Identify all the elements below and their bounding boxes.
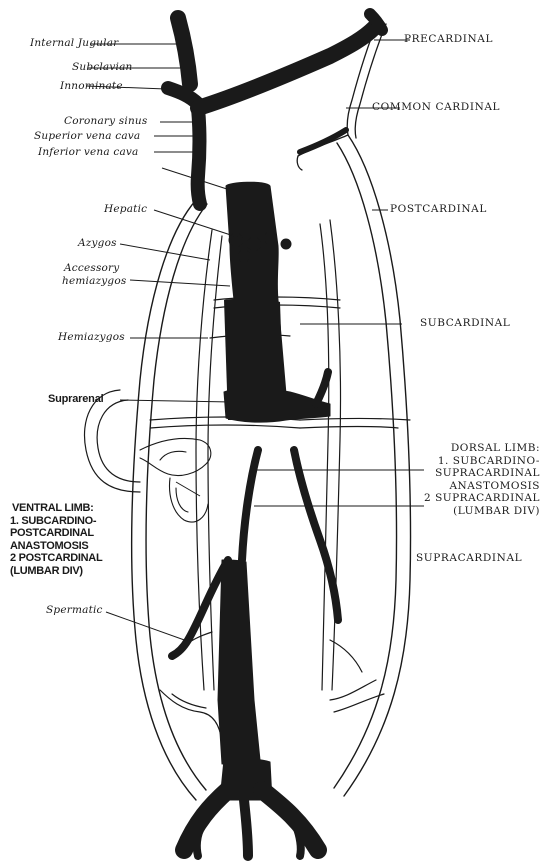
- internal-jugular-vein: [178, 18, 190, 84]
- dorsal-limb-title: DORSAL LIMB:: [420, 442, 540, 455]
- ventral-limb-legend: VENTRAL LIMB: 1. SUBCARDINO- POSTCARDINA…: [10, 502, 140, 577]
- pelvic-venous-loops: [160, 632, 384, 742]
- label-internal-jugular: Internal Jugular: [30, 38, 118, 49]
- label-innominate: Innominate: [60, 81, 123, 92]
- right-iliac-branch: [296, 826, 301, 856]
- ventral-limb-item1-line2: POSTCARDINAL: [10, 527, 140, 540]
- label-postcardinal: POSTCARDINAL: [390, 204, 487, 215]
- dorsal-limb-item2-line1: 2 SUPRACARDINAL: [420, 492, 540, 505]
- suprarenal-loop: [84, 390, 140, 492]
- label-coronary-sinus: Coronary sinus: [64, 116, 147, 127]
- dorsal-limb-item2-line2: (LUMBAR DIV): [420, 505, 540, 518]
- label-inferior-vena-cava: Inferior vena cava: [38, 147, 139, 158]
- label-common-cardinal: COMMON CARDINAL: [372, 102, 500, 113]
- right-postcardinal-vein: [334, 135, 411, 796]
- ivc-mid: [224, 299, 284, 420]
- label-superior-vena-cava: Superior vena cava: [34, 131, 140, 142]
- suprarenal-branch: [316, 372, 328, 404]
- label-precardinal: PRECARDINAL: [404, 34, 493, 45]
- left-curved-vein: [242, 450, 258, 560]
- dorsal-limb-legend: DORSAL LIMB: 1. SUBCARDINO- SUPRACARDINA…: [420, 442, 540, 517]
- label-subclavian: Subclavian: [72, 62, 133, 73]
- label-supracardinal: SUPRACARDINAL: [416, 553, 522, 564]
- label-azygos: Azygos: [78, 238, 117, 249]
- ventral-limb-item1-line1: 1. SUBCARDINO-: [10, 515, 140, 528]
- ventral-limb-title: VENTRAL LIMB:: [10, 502, 140, 515]
- label-hemiazygos: Hemiazygos: [58, 332, 125, 343]
- coronary-sinus-stub: [300, 130, 346, 152]
- median-sacral-vein: [244, 800, 248, 856]
- dorsal-limb-item1-line2: SUPRACARDINAL: [420, 467, 540, 480]
- label-spermatic: Spermatic: [46, 605, 103, 616]
- inferior-vena-cava-lower: [218, 560, 260, 764]
- left-postcardinal-vein: [132, 200, 207, 800]
- dorsal-limb-item1-line3: ANASTOMOSIS: [420, 480, 540, 493]
- ventral-limb-item2-line2: (LUMBAR DIV): [10, 565, 140, 578]
- label-accessory-hemiazygos-1: Accessory: [64, 263, 119, 274]
- innominate-vein: [198, 28, 374, 108]
- ventral-limb-item2-line1: 2 POSTCARDINAL: [10, 552, 140, 565]
- left-renal-cluster: [140, 438, 211, 522]
- dorsal-limb-item1-line1: 1. SUBCARDINO-: [420, 455, 540, 468]
- right-iliac-vein: [262, 790, 318, 850]
- label-subcardinal: SUBCARDINAL: [420, 318, 510, 329]
- right-gonadal-vein: [294, 450, 338, 620]
- left-iliac-branch: [197, 826, 202, 856]
- left-iliac-vein: [184, 790, 228, 850]
- label-hepatic: Hepatic: [104, 204, 147, 215]
- ventral-limb-item1-line3: ANASTOMOSIS: [10, 540, 140, 553]
- label-suprarenal: Suprarenal: [48, 394, 103, 405]
- label-accessory-hemiazygos-2: hemiazygos: [62, 276, 126, 287]
